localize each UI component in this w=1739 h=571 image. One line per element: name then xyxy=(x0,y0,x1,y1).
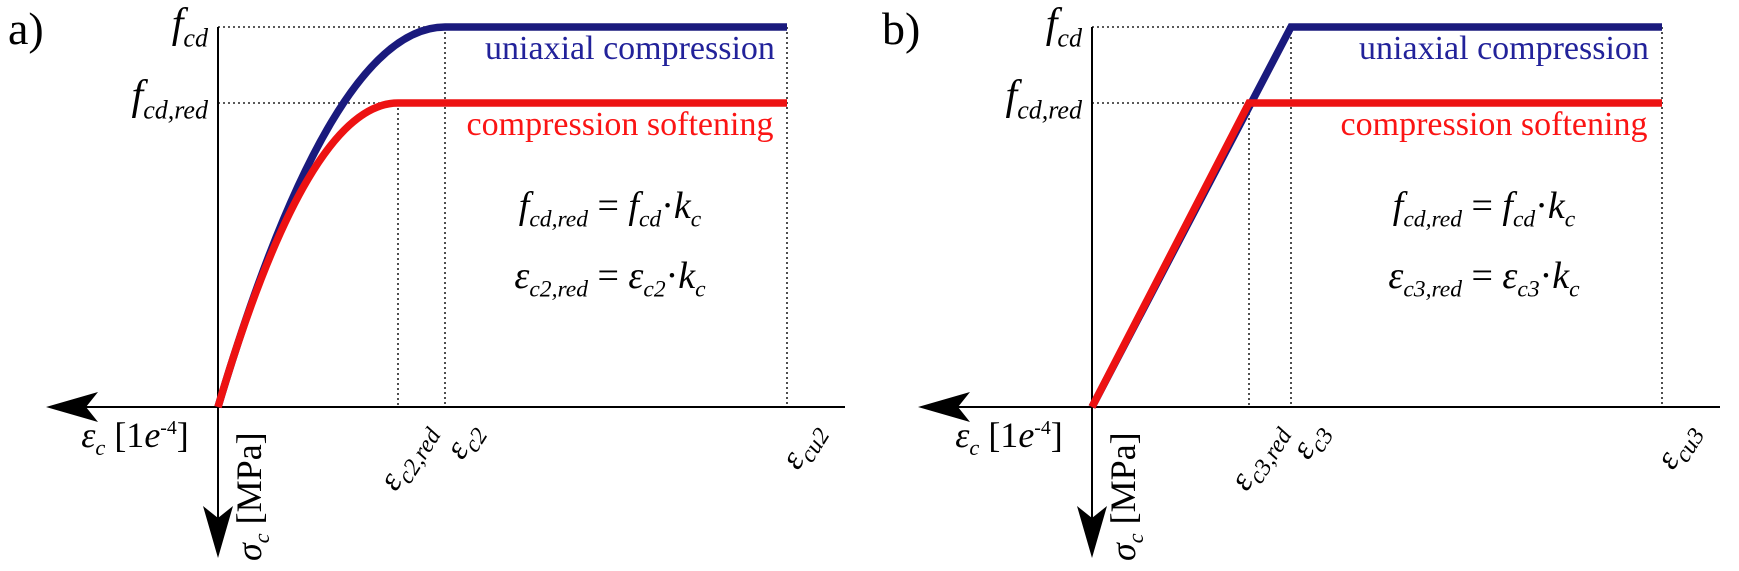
y-tick-fcd: fcd xyxy=(171,1,208,53)
uniaxial-compression-label: uniaxial compression xyxy=(485,30,775,67)
y-tick-fcd-red: fcd,red xyxy=(1005,73,1082,125)
y-tick-fcd-red: fcd,red xyxy=(131,73,208,125)
x-axis-label: εc [1e-4] xyxy=(955,415,1063,461)
panel-a: a) fcd fcd,red uniaxial compression comp… xyxy=(8,1,845,561)
y-axis-label: σc [MPa] xyxy=(1103,432,1149,561)
equation-fcd-red: fcd,red = fcd·kc xyxy=(1392,185,1576,233)
y-tick-fcd: fcd xyxy=(1045,1,1082,53)
uniaxial-compression-label: uniaxial compression xyxy=(1359,30,1649,67)
chart-canvas-b xyxy=(918,23,1720,558)
curve-compression-softening xyxy=(214,99,787,409)
compression-softening-label: compression softening xyxy=(1340,106,1648,143)
chart-canvas-a xyxy=(46,23,845,558)
equation-fcd-red: fcd,red = fcd·kc xyxy=(518,185,702,233)
x-axis-label: εc [1e-4] xyxy=(81,415,189,461)
y-axis-label: σc [MPa] xyxy=(229,432,275,561)
x-axis-arrow-icon xyxy=(918,392,970,422)
panel-b: b) fcd fcd,red uniaxial compression comp… xyxy=(874,0,1739,571)
panel-tag: a) xyxy=(8,3,44,54)
panel-tag: b) xyxy=(882,3,921,54)
x-axis-arrow-icon xyxy=(46,392,98,422)
equation-eps-red: εc3,red = εc3·kc xyxy=(1388,255,1580,303)
curve-compression-softening xyxy=(1088,99,1662,409)
equation-eps-red: εc2,red = εc2·kc xyxy=(514,255,706,303)
y-axis-arrow-icon xyxy=(1077,506,1107,558)
compression-softening-label: compression softening xyxy=(466,106,774,143)
y-axis-arrow-icon xyxy=(203,506,233,558)
